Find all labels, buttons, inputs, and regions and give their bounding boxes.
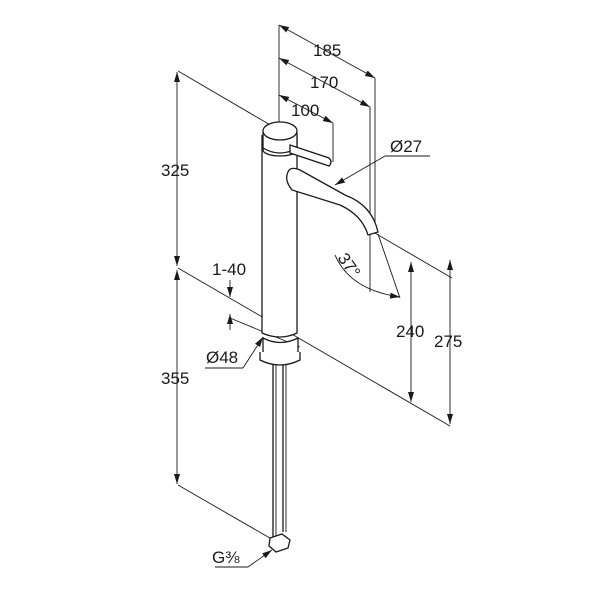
dim-1-40: 1-40 bbox=[212, 260, 246, 279]
dim-dia27: Ø27 bbox=[390, 137, 422, 156]
dim-100: 100 bbox=[291, 101, 319, 120]
dim-dia48: Ø48 bbox=[206, 348, 238, 367]
dim-angle-37: 37° bbox=[334, 249, 364, 281]
lever-handle bbox=[289, 144, 332, 167]
dim-170: 170 bbox=[310, 73, 338, 92]
thread-fitting bbox=[268, 533, 291, 553]
dim-355: 355 bbox=[161, 369, 189, 388]
dimension-lines bbox=[174, 24, 453, 568]
dim-thread: G⅜ bbox=[212, 548, 240, 567]
dim-325: 325 bbox=[161, 161, 189, 180]
dimension-labels: 185 170 100 Ø27 325 1-40 Ø48 355 240 275… bbox=[161, 41, 462, 567]
dim-275: 275 bbox=[434, 332, 462, 351]
dim-185: 185 bbox=[313, 41, 341, 60]
faucet-body bbox=[259, 121, 379, 553]
extension-lines bbox=[177, 25, 453, 542]
spout bbox=[286, 167, 379, 236]
dim-240: 240 bbox=[396, 322, 424, 341]
